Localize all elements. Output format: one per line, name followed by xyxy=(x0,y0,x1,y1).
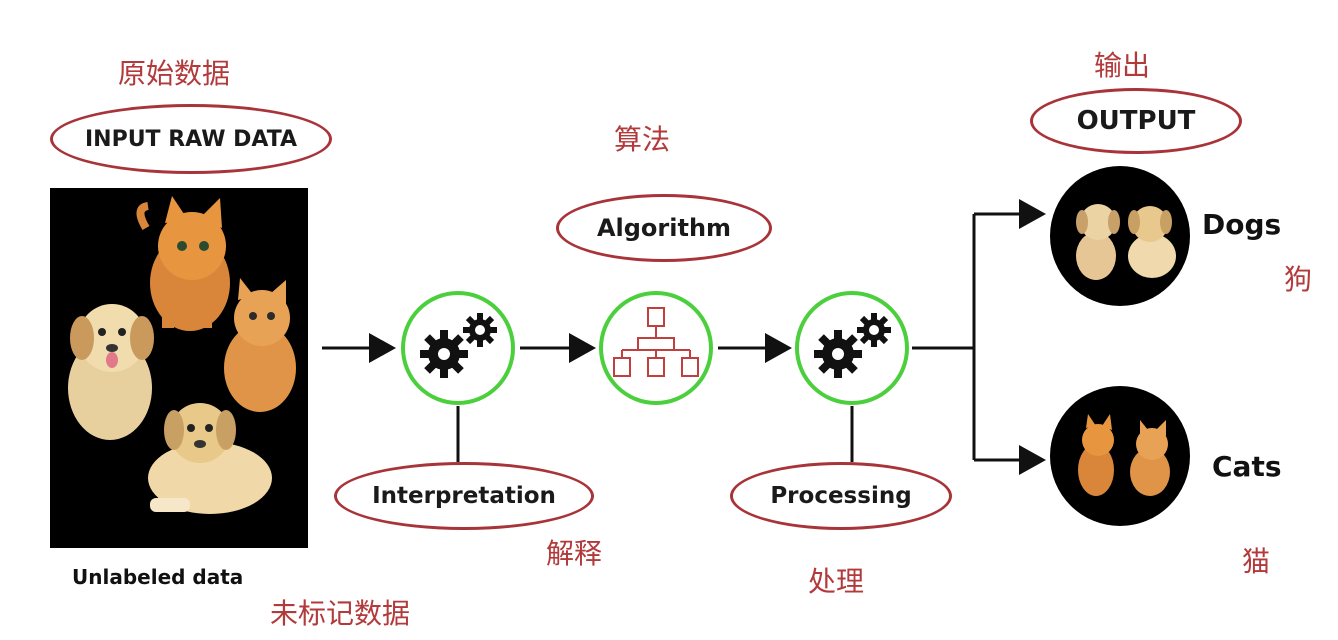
unlabeled-data-panel xyxy=(50,188,308,548)
cats-image xyxy=(1078,414,1170,496)
unlabeled-data-zh-caption: 未标记数据 xyxy=(270,597,411,630)
dogs-zh-label: 狗 xyxy=(1284,263,1313,296)
interpretation-label: Interpretation xyxy=(372,483,556,509)
kitten-image xyxy=(136,196,230,331)
output-label: OUTPUT xyxy=(1076,106,1196,136)
algorithm-oval: Algorithm xyxy=(556,194,772,262)
gears-icon xyxy=(420,313,497,378)
dogs-output-circle xyxy=(1050,166,1190,306)
animals-illustration xyxy=(68,196,296,514)
output-zh-label: 输出 xyxy=(1094,49,1151,82)
dogs-label: Dogs xyxy=(1202,208,1282,241)
algorithm-zh-label: 算法 xyxy=(614,123,671,156)
processing-node xyxy=(795,291,909,405)
input-raw-data-label: INPUT RAW DATA xyxy=(84,126,298,152)
input-raw-data-oval: INPUT RAW DATA xyxy=(50,104,332,174)
cats-zh-label: 猫 xyxy=(1242,545,1271,578)
puppy-image xyxy=(68,304,154,440)
cats-label: Cats xyxy=(1212,450,1282,483)
cats-output-circle xyxy=(1050,386,1190,526)
algorithm-node xyxy=(599,291,713,405)
interpretation-zh-label: 解释 xyxy=(546,537,603,570)
processing-label: Processing xyxy=(770,483,912,509)
processing-oval: Processing xyxy=(730,462,952,530)
interpretation-oval: Interpretation xyxy=(334,462,594,530)
kitten-image-2 xyxy=(224,278,296,412)
gears-icon xyxy=(814,313,891,378)
unlabeled-data-caption: Unlabeled data xyxy=(72,565,244,589)
algorithm-label: Algorithm xyxy=(596,214,732,242)
interpretation-node xyxy=(401,291,515,405)
input-zh-label: 原始数据 xyxy=(118,57,231,90)
output-oval: OUTPUT xyxy=(1030,88,1242,154)
org-chart-icon xyxy=(613,307,699,377)
dogs-image xyxy=(1076,204,1176,280)
dog-image xyxy=(148,403,272,514)
processing-zh-label: 处理 xyxy=(808,565,865,598)
